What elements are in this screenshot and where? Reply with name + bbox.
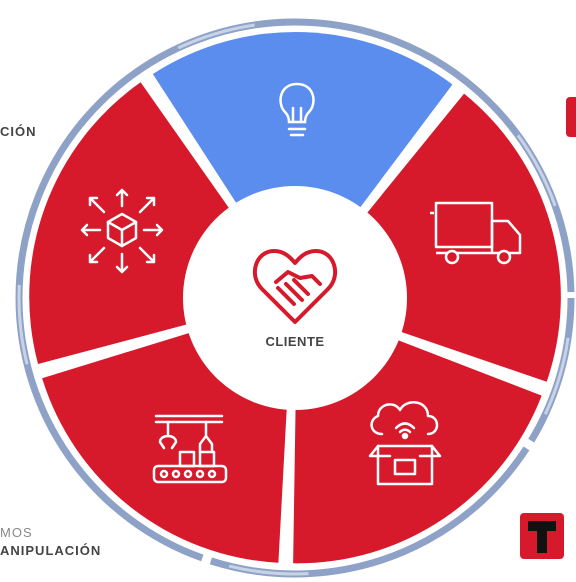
outer-ring-highlight <box>17 20 573 576</box>
side-label-bottom-left-line2: ANIPULACIÓN <box>0 543 102 558</box>
cloud-box-icon <box>368 401 442 486</box>
side-label-bottom-left-line1: MOS <box>0 525 33 540</box>
heart-handshake-icon <box>252 249 338 324</box>
lightbulb-icon <box>279 82 315 137</box>
center-circle <box>183 186 407 410</box>
t-brand-logo-icon <box>520 513 564 559</box>
segment-idea <box>152 32 453 295</box>
delivery-truck-icon <box>430 201 522 265</box>
t-brand-logo-icon-partial <box>566 97 576 137</box>
box-distribution-arrows-icon <box>80 188 164 274</box>
robotic-assembly-line-icon <box>152 414 228 484</box>
side-label-top-left: CIÓN <box>0 124 37 139</box>
center-label: CLIENTE <box>265 334 324 349</box>
